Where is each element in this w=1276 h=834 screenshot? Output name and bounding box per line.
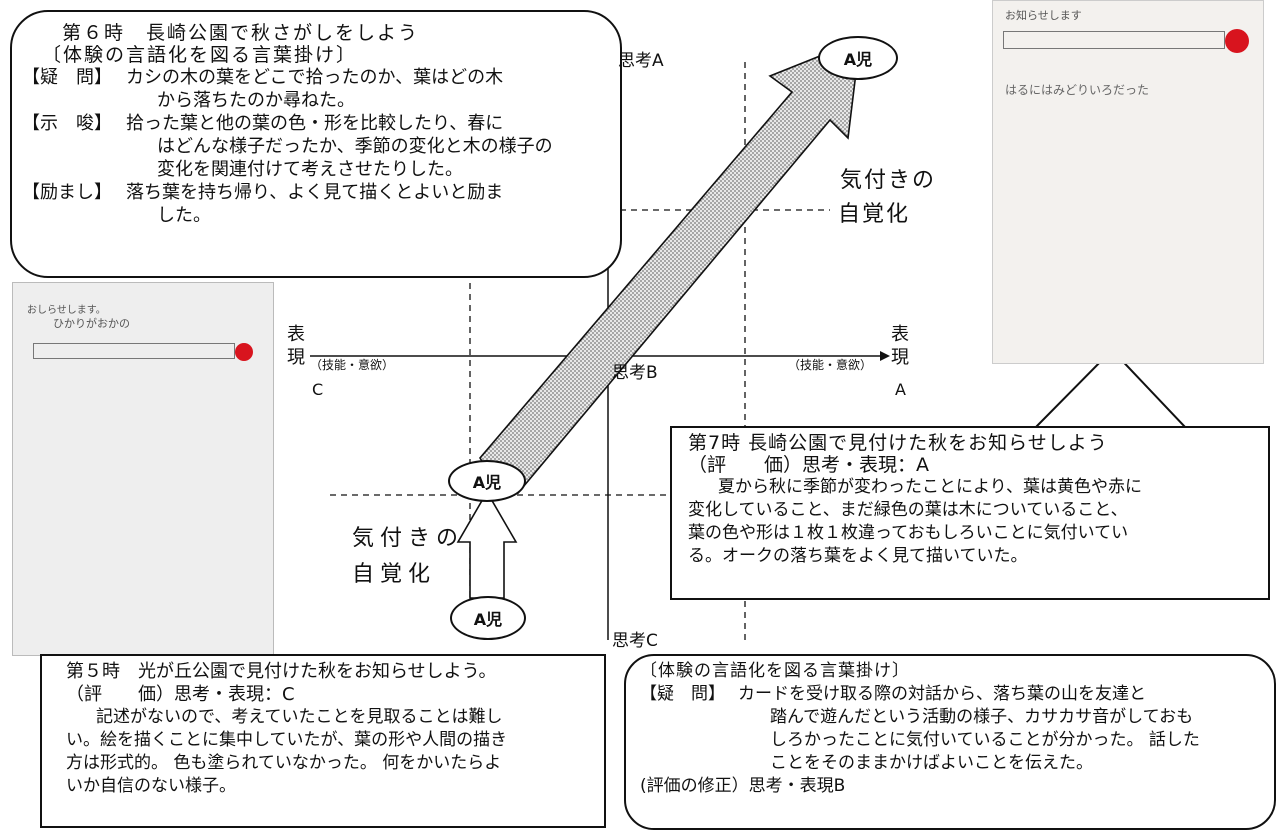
lesson6-box: 第６時 長崎公園で秋さがしをしよう 〔体験の言語化を図る言葉掛け〕 【疑 問】カ… (10, 10, 622, 278)
revision-question-label: 【疑 問】 (640, 684, 725, 704)
expr-left-grade: C (312, 380, 324, 399)
lesson7-box: 第7時 長崎公園で見付けた秋をお知らせしよう （評 価）思考・表現：A 夏から秋… (670, 426, 1270, 600)
awareness-top-line-1: 気付きの (840, 168, 937, 193)
left-student-card-photo: おしらせします。 ひかりがおかの (12, 282, 274, 656)
expr-right-char-1: 表 (891, 324, 909, 345)
left-card-stamp (235, 343, 253, 361)
right-student-card-photo: お知らせします はるにはみどりいろだった (992, 0, 1264, 364)
lesson6-title: 第６時 長崎公園で秋さがしをしよう (62, 22, 420, 44)
lesson6-subtitle: 〔体験の言語化を図る言葉掛け〕 (42, 44, 358, 66)
expr-right-sub: （技能・意欲） (788, 358, 873, 372)
expr-right-char-2: 現 (891, 347, 909, 368)
lesson5-text-2: い。絵を描くことに集中していたが、葉の形や人間の描き (66, 730, 508, 750)
lesson5-text-3: 方は形式的。 色も塗られていなかった。 何をかいたらよ (66, 753, 502, 773)
revision-text-4: ことをそのままかけばよいことを伝えた。 (770, 753, 1093, 773)
expr-right-grade: A (895, 380, 906, 399)
revision-text-2: 踏んで遊んだという活動の様子、カサカサ音がしておも (770, 707, 1194, 727)
suggest-text-1: 拾った葉と他の葉の色・形を比較したり、春に (126, 113, 504, 134)
think-a-label: 思考A (618, 51, 664, 71)
awareness-top-line-2: 自覚化 (838, 196, 911, 228)
child-label-middle: A児 (472, 473, 502, 492)
think-c-label: 思考C (612, 631, 658, 651)
awareness-arrow (456, 490, 518, 599)
suggest-label: 【示 唆】 (22, 113, 112, 134)
lesson7-evaluation: （評 価）思考・表現：A (688, 454, 929, 476)
left-card-caption: ひかりがおかの (53, 317, 130, 330)
encourage-text-1: 落ち葉を持ち帰り、よく見て描くとよいと励ま (126, 182, 504, 203)
right-card-stamp (1225, 29, 1249, 53)
left-card-name-field (33, 343, 235, 359)
lesson5-text-1: 記述がないので、考えていたことを見取ることは難し (96, 707, 503, 727)
awareness-bottom-line-1: 気付きの (352, 526, 465, 551)
revision-result: (評価の修正）思考・表現B (640, 776, 846, 796)
encourage-label: 【励まし】 (22, 182, 112, 203)
lesson5-evaluation: （評 価）思考・表現：C (66, 684, 295, 705)
right-card-heading: お知らせします (1005, 9, 1082, 22)
revision-subtitle: 〔体験の言語化を図る言葉掛け〕 (640, 661, 910, 681)
encourage-text-2: した。 (157, 205, 211, 226)
lesson5-title: 第５時 光が丘公園で見付けた秋をお知らせしよう。 (66, 661, 497, 682)
revision-text-1: カードを受け取る際の対話から、落ち葉の山を友達と (738, 684, 1146, 704)
think-b-label: 思考B (612, 363, 658, 383)
lesson5-box: 第５時 光が丘公園で見付けた秋をお知らせしよう。 （評 価）思考・表現：C 記述… (40, 654, 606, 828)
right-card-caption: はるにはみどりいろだった (1005, 83, 1150, 97)
expr-left-sub: （技能・意欲） (310, 358, 395, 372)
lesson7-title: 第7時 長崎公園で見付けた秋をお知らせしよう (688, 432, 1108, 454)
lesson7-text-2: 変化していること、まだ緑色の葉は木についていること、 (688, 500, 1128, 520)
question-text-2: から落ちたのか尋ねた。 (157, 90, 355, 111)
question-label: 【疑 問】 (22, 67, 112, 88)
suggest-text-3: 変化を関連付けて考えさせたりした。 (157, 159, 463, 180)
child-label-top: A児 (843, 50, 873, 69)
child-oval-bottom: A児 (450, 596, 526, 640)
question-text-1: カシの木の葉をどこで拾ったのか、葉はどの木 (126, 67, 504, 88)
expr-left-char-2: 現 (287, 347, 305, 368)
child-oval-top: A児 (818, 36, 898, 80)
suggest-text-2: はどんな様子だったか、季節の変化と木の様子の (157, 136, 553, 157)
expr-left-char-1: 表 (287, 324, 305, 345)
revision-box: 〔体験の言語化を図る言葉掛け〕 【疑 問】カードを受け取る際の対話から、落ち葉の… (624, 654, 1276, 830)
lesson5-text-4: いか自信のない様子。 (66, 776, 236, 796)
revision-text-3: しろかったことに気付いていることが分かった。 話した (770, 730, 1200, 750)
lesson7-text-4: る。オークの落ち葉をよく見て描いていた。 (688, 546, 1028, 566)
lesson7-text-3: 葉の色や形は１枚１枚違っておもしろいことに気付いてい (688, 523, 1129, 543)
left-card-heading: おしらせします。 (27, 305, 106, 316)
child-oval-middle: A児 (448, 460, 526, 502)
right-card-name-field (1003, 31, 1225, 49)
child-label-bottom: A児 (473, 610, 503, 629)
lesson7-text-1: 夏から秋に季節が変わったことにより、葉は黄色や赤に (718, 477, 1142, 497)
awareness-bottom-line-2: 自覚化 (352, 562, 437, 587)
